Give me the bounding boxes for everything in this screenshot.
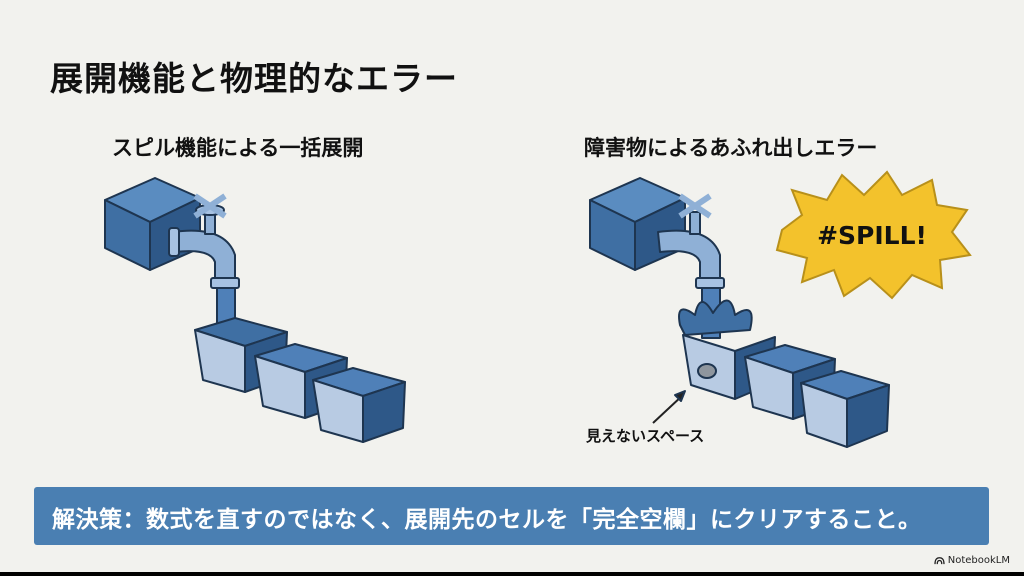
burst-text: #SPILL! [817, 221, 927, 250]
left-subtitle: スピル機能による一括展開 [112, 136, 364, 160]
solution-text: 解決策：数式を直すのではなく、展開先のセルを「完全空欄」にクリアすること。 [52, 507, 922, 533]
spill-illustration-left [104, 177, 406, 443]
right-subtitle: 障害物によるあふれ出しエラー [584, 136, 878, 160]
solution-banner: 解決策：数式を直すのではなく、展開先のセルを「完全空欄」にクリアすること。 [34, 487, 989, 545]
spill-error-burst: #SPILL! [775, 170, 972, 300]
slide-title: 展開機能と物理的なエラー [50, 59, 458, 98]
notebooklm-brand: NotebookLM [934, 555, 1010, 566]
spill-error-illustration-right [589, 177, 890, 448]
hidden-space-label: 見えないスペース [586, 427, 705, 445]
brand-label: NotebookLM [947, 555, 1010, 566]
notebooklm-logo-icon [934, 557, 945, 565]
